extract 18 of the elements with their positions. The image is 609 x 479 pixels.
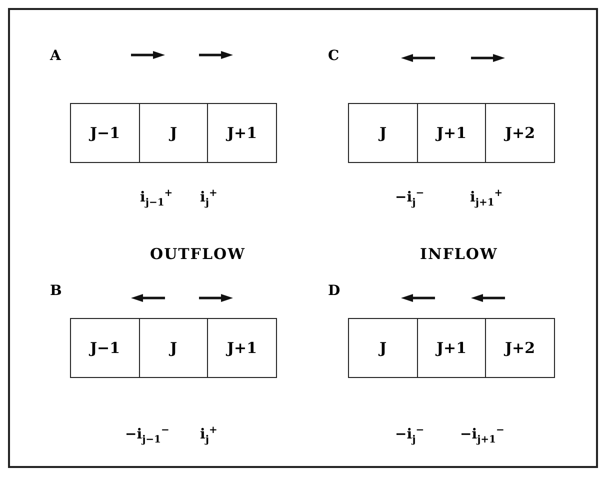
grid-cell: J [138, 318, 208, 378]
panel-letter: A [50, 48, 61, 64]
grid-cell: J+1 [207, 318, 277, 378]
grid-cell: J+1 [207, 103, 277, 163]
flow-heading: OUTFLOW [150, 245, 246, 263]
grid-cell: J [348, 318, 418, 378]
grid-cell: J+1 [416, 103, 486, 163]
grid-cell: J+1 [416, 318, 486, 378]
grid-cell: J+2 [485, 103, 555, 163]
grid-cell: J−1 [70, 318, 140, 378]
grid-cell: J [348, 103, 418, 163]
panel-letter: C [328, 48, 340, 64]
grid-cell: J−1 [70, 103, 140, 163]
panel-letter: B [50, 283, 62, 299]
grid-cell: J [138, 103, 208, 163]
flow-heading: INFLOW [420, 245, 498, 263]
grid-cell: J+2 [485, 318, 555, 378]
panel-letter: D [328, 283, 340, 299]
